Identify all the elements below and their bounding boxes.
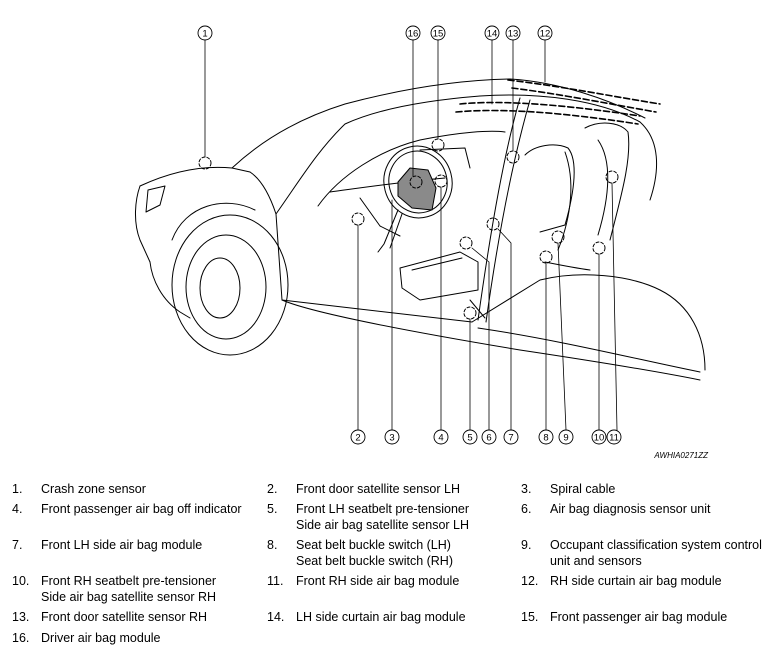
legend-number: 15. bbox=[521, 610, 539, 624]
legend-text: Air bag diagnosis sensor unit bbox=[550, 502, 711, 516]
svg-text:11: 11 bbox=[609, 433, 619, 444]
legend-text: Occupant classification system control bbox=[550, 538, 762, 552]
svg-text:15: 15 bbox=[433, 29, 444, 40]
legend-text: Seat belt buckle switch (RH) bbox=[296, 554, 454, 568]
legend-number: 10. bbox=[12, 574, 30, 588]
legend-text: Front passenger air bag off indicator bbox=[41, 502, 242, 516]
front-wheel bbox=[171, 202, 289, 356]
legend-number: 9. bbox=[521, 538, 532, 552]
curtain-airbags bbox=[455, 79, 661, 125]
legend-number: 4. bbox=[12, 502, 23, 516]
legend-text: RH side curtain air bag module bbox=[550, 574, 722, 588]
legend-number: 16. bbox=[12, 631, 30, 645]
legend: 1. Crash zone sensor 2. Front door satel… bbox=[0, 478, 777, 655]
legend-text: LH side curtain air bag module bbox=[296, 610, 466, 624]
legend-number: 13. bbox=[12, 610, 30, 624]
callout-7: 7 bbox=[503, 429, 519, 445]
svg-text:7: 7 bbox=[508, 433, 513, 444]
callout-13: 13 bbox=[505, 25, 521, 41]
callout-4: 4 bbox=[433, 429, 449, 445]
legend-number: 12. bbox=[521, 574, 539, 588]
callout-14: 14 bbox=[484, 25, 500, 41]
callout-1: 1 bbox=[197, 25, 213, 41]
legend-number: 7. bbox=[12, 538, 23, 552]
legend-text: Front passenger air bag module bbox=[550, 610, 728, 624]
svg-text:14: 14 bbox=[487, 29, 498, 40]
legend-text: Front door satellite sensor LH bbox=[296, 482, 460, 496]
legend-number: 14. bbox=[267, 610, 285, 624]
legend-text: Front RH side air bag module bbox=[296, 574, 460, 588]
svg-text:3: 3 bbox=[389, 433, 394, 444]
svg-text:16: 16 bbox=[408, 29, 419, 40]
callout-16: 16 bbox=[405, 25, 421, 41]
legend-text: Side air bag satellite sensor LH bbox=[296, 518, 470, 532]
callout-15: 15 bbox=[430, 25, 446, 41]
legend-number: 1. bbox=[12, 482, 23, 496]
legend-number: 8. bbox=[267, 538, 278, 552]
legend-number: 11. bbox=[267, 574, 284, 588]
legend-number: 2. bbox=[267, 482, 278, 496]
legend-text: Seat belt buckle switch (LH) bbox=[296, 538, 451, 552]
callout-6: 6 bbox=[481, 429, 497, 445]
callout-10: 10 bbox=[591, 429, 607, 445]
legend-text: Side air bag satellite sensor RH bbox=[41, 590, 217, 604]
svg-text:5: 5 bbox=[467, 433, 472, 444]
svg-text:13: 13 bbox=[508, 29, 519, 40]
callout-8: 8 bbox=[538, 429, 554, 445]
legend-text: unit and sensors bbox=[550, 554, 642, 568]
legend-text: Front LH seatbelt pre-tensioner bbox=[296, 502, 470, 516]
car-body-outline bbox=[135, 78, 706, 381]
legend-text: Front door satellite sensor RH bbox=[41, 610, 208, 624]
figure-code-label: AWHIA0271ZZ bbox=[653, 451, 709, 460]
front-seats bbox=[399, 122, 630, 301]
callout-5: 5 bbox=[462, 429, 478, 445]
callout-12: 12 bbox=[537, 25, 553, 41]
callout-3: 3 bbox=[384, 429, 400, 445]
airbag-layout-diagram: 1 16 15 14 13 12 2 3 4 5 6 7 bbox=[135, 25, 709, 460]
svg-text:8: 8 bbox=[543, 433, 548, 444]
svg-text:9: 9 bbox=[563, 433, 568, 444]
legend-text: Spiral cable bbox=[550, 482, 616, 496]
callout-11: 11 bbox=[606, 429, 622, 445]
svg-text:4: 4 bbox=[438, 433, 443, 444]
svg-text:1: 1 bbox=[202, 29, 207, 40]
legend-number: 6. bbox=[521, 502, 532, 516]
callout-2: 2 bbox=[350, 429, 366, 445]
svg-text:6: 6 bbox=[486, 433, 491, 444]
legend-number: 3. bbox=[521, 482, 532, 496]
legend-number: 5. bbox=[267, 502, 278, 516]
driver-airbag-module-shape bbox=[397, 167, 437, 211]
leader-lines bbox=[204, 39, 618, 431]
svg-text:10: 10 bbox=[594, 433, 605, 444]
legend-text: Crash zone sensor bbox=[41, 482, 146, 496]
svg-text:2: 2 bbox=[355, 433, 360, 444]
legend-text: Front LH side air bag module bbox=[41, 538, 203, 552]
legend-text: Front RH seatbelt pre-tensioner bbox=[41, 574, 217, 588]
svg-text:12: 12 bbox=[540, 29, 551, 40]
callout-9: 9 bbox=[558, 429, 574, 445]
legend-text: Driver air bag module bbox=[41, 631, 161, 645]
